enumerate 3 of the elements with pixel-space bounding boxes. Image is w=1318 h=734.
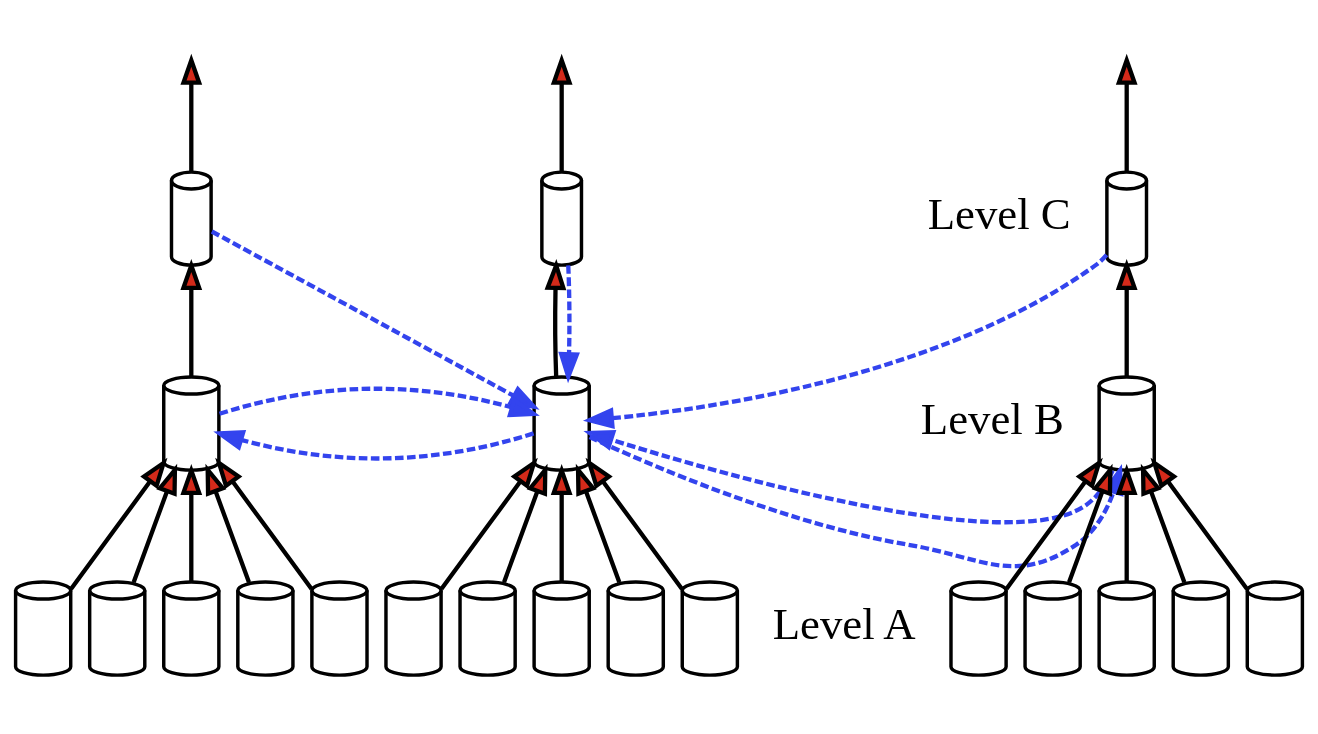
label: Level A [772,599,916,650]
label: Level C [927,189,1071,240]
label: Level B [920,394,1064,445]
